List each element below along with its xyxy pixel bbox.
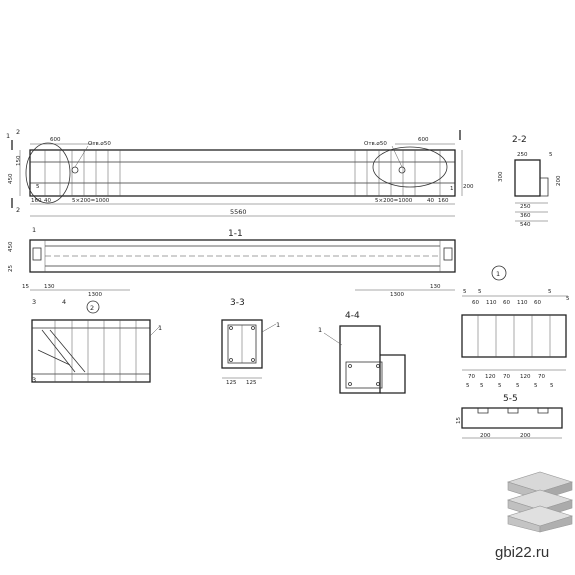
section-2-2-200: 200: [556, 175, 562, 186]
section-2-2: 2-2 250 5 300 200 250 360 540: [498, 135, 562, 228]
section-4-4: 4-4 1: [318, 311, 406, 394]
right-600-dim: 600: [418, 137, 429, 143]
left-600-dim: 600: [50, 137, 61, 143]
section-4-4-mark: 1: [318, 326, 322, 334]
detail-1-top-3: 110: [486, 300, 497, 306]
detail-1-small-3: 5: [516, 383, 520, 389]
section-5-5-title: 5-5: [503, 394, 518, 404]
detail-1-small-4: 5: [534, 383, 538, 389]
bottom-40-right-dim: 40: [427, 198, 434, 204]
detail-1-top-6: 60: [534, 300, 541, 306]
cage-2-view: 2 3 4 3 1: [31, 298, 162, 384]
plan-1-1-title: 1-1: [228, 229, 243, 239]
detail-1-small-1: 5: [480, 383, 484, 389]
section-3-3-title: 3-3: [230, 298, 245, 308]
right-step-dim: 5×200=1000: [375, 198, 413, 204]
plan-1-1-25: 25: [8, 265, 14, 272]
section-2-2-5: 5: [549, 152, 553, 158]
section-5-5-200b: 200: [520, 433, 531, 439]
left-step-dim: 5×200=1000: [72, 198, 110, 204]
plan-1-1-outline: [29, 239, 456, 273]
plan-1-1-1300-right: 1300: [390, 292, 404, 298]
cage-2-mark-4: 4: [62, 298, 66, 306]
section-5-5-outline: [461, 407, 563, 429]
beam-outline: [29, 149, 456, 197]
height-150-dim: 150: [16, 155, 22, 166]
plan-1-1: 1-1 1 450 25 15 130 1300 1300 130: [8, 226, 456, 298]
bottom-40-dim: 40: [44, 198, 51, 204]
detail-1-small-5: 5: [550, 383, 554, 389]
detail-1-bot-1: 120: [485, 374, 496, 380]
height-450-dim: 450: [8, 173, 14, 184]
section-2-2-outline: [514, 159, 541, 197]
detail-1-top-4: 60: [503, 300, 510, 306]
cage-2-mark-3: 3: [32, 298, 36, 306]
section-2-2-title: 2-2: [512, 135, 527, 145]
detail-1-label: 1: [496, 270, 500, 278]
detail-1-small-0: 5: [466, 383, 470, 389]
plan-1-1-1300: 1300: [88, 292, 102, 298]
cage-2-label: 2: [90, 304, 94, 312]
plan-1-1-15: 15: [22, 284, 29, 290]
section-3-3-125b: 125: [246, 380, 257, 386]
section-2-2-360: 360: [520, 213, 531, 219]
plan-1-1-130: 130: [44, 284, 55, 290]
section-4-4-outline: [339, 325, 381, 394]
left-hole-label: Отв.⌀50: [88, 141, 111, 147]
section-5-5-200a: 200: [480, 433, 491, 439]
left-end-callout-ellipse: [25, 142, 71, 204]
stirrups-left: [59, 150, 121, 196]
section-5-5: 5-5 15 200 200: [456, 394, 563, 439]
detail-1-circle: [491, 265, 507, 281]
section-mark-2: 2: [16, 128, 20, 136]
cage-2-mark-3-bottom: 3: [32, 376, 36, 384]
section-mark-1: 1: [6, 132, 10, 140]
detail-1-bot-0: 70: [468, 374, 475, 380]
left-hole-symbol: [71, 166, 79, 174]
section-2-2-540: 540: [520, 222, 531, 228]
detail-1-top-1: 5: [478, 289, 482, 295]
section-5-5-15: 15: [456, 417, 462, 424]
detail-1-side-5: 5: [566, 296, 570, 302]
section-2-2-top-250: 250: [517, 152, 528, 158]
plan-1-1-130-right: 130: [430, 284, 441, 290]
section-3-3-125a: 125: [226, 380, 237, 386]
detail-1-top-2: 60: [472, 300, 479, 306]
detail-1-bot-2: 70: [503, 374, 510, 380]
detail-1-small-2: 5: [498, 383, 502, 389]
section-2-2-300: 300: [498, 171, 504, 182]
right-200-dim: 200: [463, 184, 474, 190]
section-3-3-outline: [221, 319, 263, 369]
plan-1-1-mark: 1: [32, 226, 36, 234]
site-url: gbi22.ru: [495, 544, 549, 561]
section-mark-2-bottom: 2: [16, 206, 20, 214]
detail-1-bot-4: 70: [538, 374, 545, 380]
detail-1-top-5: 110: [517, 300, 528, 306]
detail-1-top-7: 5: [548, 289, 552, 295]
cage-2-mark-1: 1: [158, 324, 162, 332]
right-hole-symbol: [398, 166, 406, 174]
cage-2-circle: [86, 300, 100, 314]
detail-1: 1 5 5 60 110 60 110 60 5 5 70 120 70 120…: [461, 265, 570, 389]
detail-1-bot-3: 120: [520, 374, 531, 380]
left-5-dim: 5: [36, 184, 40, 190]
bottom-160-right-dim: 160: [438, 198, 449, 204]
stirrups-right: [354, 150, 416, 196]
beam-elevation: 1 2 2 600 Отв.⌀50 600 Отв.⌀50 450 150 5 …: [6, 128, 474, 217]
bottom-160-dim: 160: [31, 198, 42, 204]
cage-2-outline: [31, 319, 151, 383]
total-length-dim: 5560: [230, 208, 247, 216]
right-mark-1: 1: [450, 186, 454, 192]
plan-1-1-450: 450: [8, 241, 14, 252]
section-3-3: 3-3 1 125 125: [221, 298, 280, 386]
section-3-3-mark: 1: [276, 321, 280, 329]
site-logo: [506, 471, 574, 533]
section-2-2-250: 250: [520, 204, 531, 210]
right-hole-label: Отв.⌀50: [364, 141, 387, 147]
right-end-callout-ellipse: [372, 146, 448, 188]
detail-1-top-0: 5: [463, 289, 467, 295]
section-4-4-title: 4-4: [345, 311, 360, 321]
